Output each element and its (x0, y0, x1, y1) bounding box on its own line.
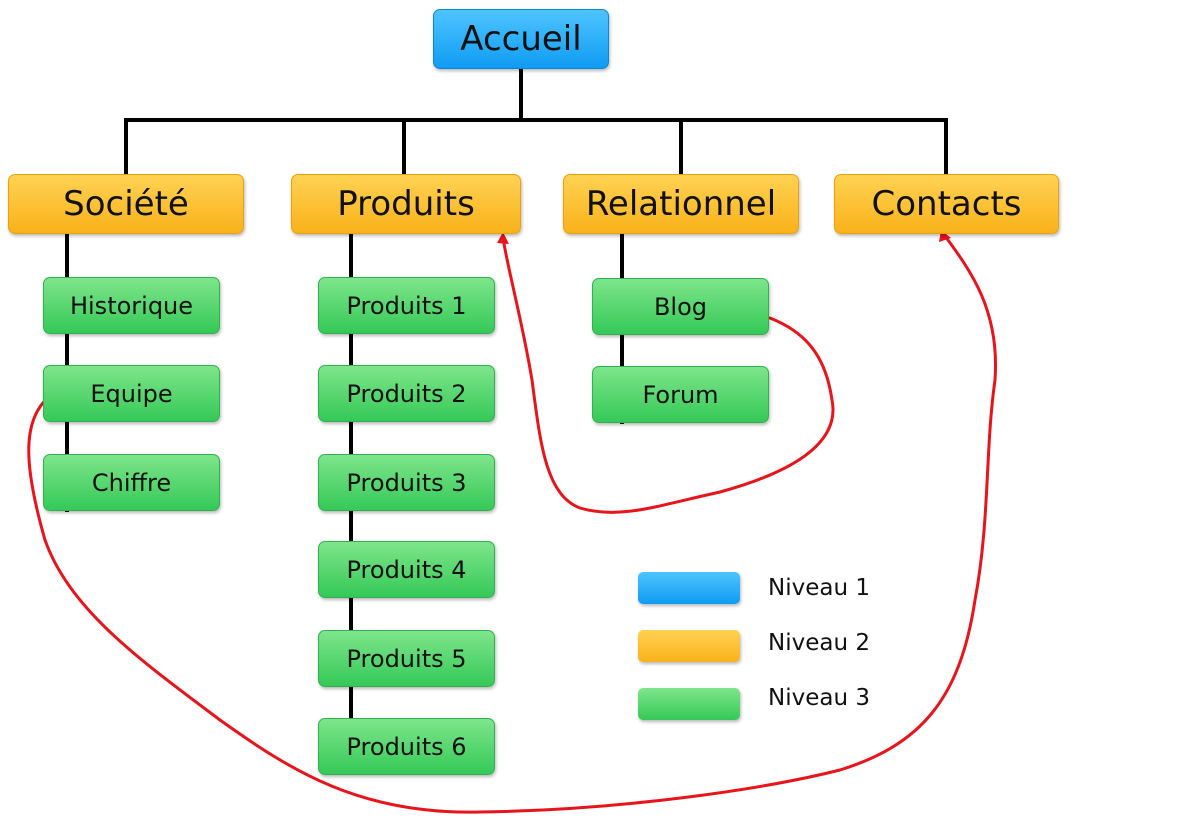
legend-swatch-niveau-2 (638, 630, 740, 662)
node-societe: Société (8, 174, 244, 234)
legend-label-niveau-3: Niveau 3 (768, 685, 870, 711)
node-equipe: Equipe (43, 365, 220, 422)
node-contacts: Contacts (834, 174, 1059, 234)
legend-label-niveau-2: Niveau 2 (768, 630, 870, 656)
legend-swatch-niveau-1 (638, 572, 740, 604)
red-arrowhead-produits (497, 232, 509, 244)
node-chiffre: Chiffre (43, 454, 220, 511)
node-blog: Blog (592, 278, 769, 335)
node-produits-4: Produits 4 (318, 541, 495, 598)
red-link-equipe-to-contacts (27, 234, 998, 814)
legend-label-niveau-1: Niveau 1 (768, 575, 870, 601)
node-produits-1: Produits 1 (318, 277, 495, 334)
red-link-blog-to-produits (501, 236, 835, 514)
node-produits-6: Produits 6 (318, 718, 495, 775)
node-relationnel: Relationnel (563, 174, 799, 234)
node-historique: Historique (43, 277, 220, 334)
node-accueil: Accueil (433, 9, 609, 69)
node-forum: Forum (592, 366, 769, 423)
node-produits-2: Produits 2 (318, 365, 495, 422)
node-produits-5: Produits 5 (318, 630, 495, 687)
legend-swatch-niveau-3 (638, 688, 740, 720)
node-produits-3: Produits 3 (318, 454, 495, 511)
node-produits: Produits (291, 174, 521, 234)
